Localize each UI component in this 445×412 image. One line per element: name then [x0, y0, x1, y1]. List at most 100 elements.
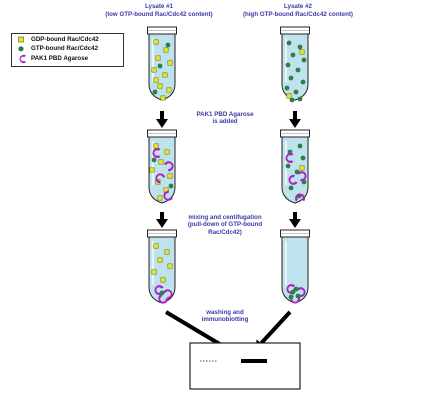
arrow-down-right-1 [289, 111, 301, 128]
legend-item-gtp: GTP-bound Rac/Cdc42 [17, 45, 121, 53]
agarose-bead [154, 285, 164, 296]
legend: GDP-bound Rac/Cdc42 GTP-bound Rac/Cdc42 … [11, 33, 124, 67]
gdp-square [160, 95, 166, 101]
gtp-dot [293, 89, 299, 95]
gtp-dot [151, 157, 157, 163]
gdp-square [155, 55, 161, 61]
gdp-square [153, 243, 159, 249]
lysate1-subtitle: (low GTP-bound Rac/Cdc42 content) [105, 11, 213, 18]
arrow-down-left-2 [156, 212, 168, 228]
legend-label-gdp: GDP-bound Rac/Cdc42 [31, 36, 99, 43]
gtp-dot [295, 67, 301, 73]
gtp-dot [290, 52, 296, 58]
arrow-shaft [259, 310, 292, 345]
gdp-square [151, 67, 157, 73]
gtp-dot [165, 42, 171, 48]
arrow-down-right-2 [289, 212, 301, 228]
agarose-bead [286, 284, 296, 295]
step1-label: PAK1 PBD Agarose is added [196, 111, 254, 126]
gtp-dot [288, 294, 294, 300]
gdp-square [151, 269, 157, 275]
agarose-bead [158, 293, 169, 304]
step2-label: mixing and centifugation (pull-down of G… [187, 214, 263, 236]
gdp-square [299, 165, 305, 171]
tube-lysate2-initial [280, 26, 310, 103]
agarose-bead [285, 153, 294, 163]
agarose-bead [152, 148, 161, 158]
gdp-square [153, 143, 159, 149]
gdp-square [166, 87, 172, 93]
agarose-bead [162, 289, 173, 300]
agarose-bead [163, 190, 174, 201]
agarose-bead [296, 287, 306, 298]
gdp-square [153, 39, 159, 45]
gtp-dot [293, 286, 299, 292]
gtp-dot [286, 40, 292, 46]
gdp-square [286, 93, 292, 99]
gdp-square [167, 263, 173, 269]
gtp-dot [297, 44, 303, 50]
agarose-bead [163, 161, 174, 172]
gtp-dot [152, 89, 158, 95]
gdp-square [153, 77, 159, 83]
gtp-dot [300, 79, 306, 85]
agarose-bead [288, 174, 298, 185]
gdp-square [157, 195, 163, 201]
gtp-dot [284, 85, 290, 91]
tube-lysate2-pulldown [280, 229, 310, 304]
gtp-dot [295, 293, 301, 299]
tube-lysate1-agarose [147, 129, 177, 204]
legend-item-gdp: GDP-bound Rac/Cdc42 [17, 36, 121, 44]
gtp-dot [288, 75, 294, 81]
blot-band-strong [241, 359, 267, 363]
gtp-dot [157, 63, 163, 69]
arrow-head [289, 219, 301, 228]
gdp-square [157, 83, 163, 89]
lysate2-title: Lysate #2 [284, 3, 312, 10]
yellow-square-icon [18, 36, 24, 43]
arrow-down-left-1 [156, 111, 168, 128]
tube-lysate1-initial [147, 26, 177, 101]
blot-frame [189, 342, 301, 390]
gtp-dot [301, 57, 307, 63]
gtp-dot [289, 97, 295, 103]
green-dot-icon [18, 46, 24, 52]
purple-crescent-icon [19, 54, 26, 64]
arrow-head [289, 119, 301, 128]
tube-lysate1-pulldown [147, 229, 177, 304]
gdp-square [164, 249, 170, 255]
step3-label: washing and immunoblotting [201, 309, 249, 324]
gtp-dot [290, 289, 296, 295]
gtp-dot [297, 143, 303, 149]
legend-label-agarose: PAK1 PBD Agarose [31, 55, 89, 62]
legend-label-gtp: GTP-bound Rac/Cdc42 [31, 45, 99, 52]
lysate2-subtitle: (high GTP-bound Rac/Cdc42 content) [243, 11, 353, 18]
gdp-square [160, 277, 166, 283]
agarose-bead [155, 173, 166, 184]
gtp-dot [285, 163, 291, 169]
gdp-square [158, 159, 164, 165]
gdp-square [167, 60, 173, 66]
tube-lysate2-agarose [280, 129, 310, 204]
gtp-dot [159, 290, 165, 296]
gdp-square [157, 257, 163, 263]
lysate1-title: Lysate #1 [145, 3, 173, 10]
legend-item-agarose: PAK1 PBD Agarose [17, 54, 121, 64]
agarose-bead [297, 171, 307, 182]
gdp-square [164, 149, 170, 155]
gtp-dot [300, 155, 306, 161]
arrow-head [156, 219, 168, 228]
gdp-square [167, 173, 173, 179]
gdp-square [149, 167, 155, 173]
gtp-dot [285, 62, 291, 68]
agarose-bead [295, 193, 305, 202]
gdp-square [163, 47, 169, 53]
gtp-dot [288, 185, 294, 191]
gdp-square [162, 72, 168, 78]
blot-membrane [189, 342, 301, 390]
gtp-dot [168, 183, 174, 189]
gdp-square [299, 49, 305, 55]
arrow-head [156, 119, 168, 128]
